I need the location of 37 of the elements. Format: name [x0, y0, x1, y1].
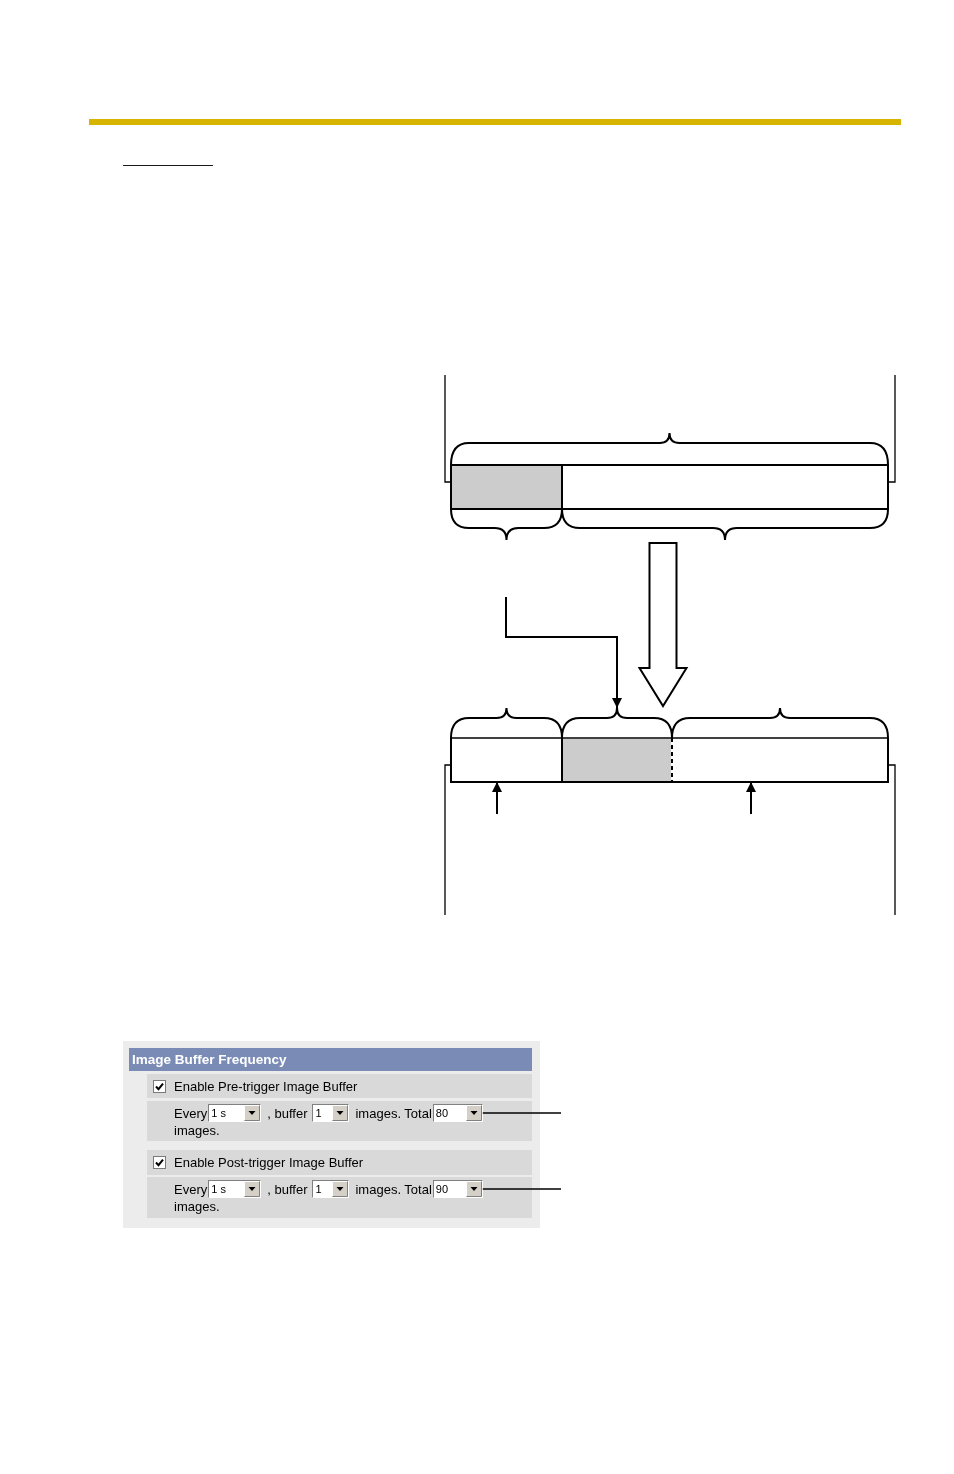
field-label: images. [174, 1123, 220, 1139]
field-label: images. Total [355, 1105, 432, 1121]
field-label: , buffer [267, 1105, 308, 1121]
settings-panel [123, 1041, 540, 1228]
leader-line [444, 764, 452, 916]
shaded-segment [450, 464, 563, 541]
field-label: Every [174, 1105, 208, 1121]
leader-line [482, 1188, 562, 1190]
dropdown: 1 [312, 1180, 350, 1198]
field-label: , buffer [267, 1181, 308, 1197]
dropdown: 90 [432, 1180, 483, 1198]
buffer-bar [449, 706, 892, 784]
option-label: Enable Post-trigger Image Buffer [174, 1155, 364, 1170]
arrow [746, 781, 756, 815]
panel-header: Image Buffer Frequency [129, 1048, 532, 1071]
block-arrow [637, 542, 689, 708]
settings-row [147, 1074, 532, 1098]
dropdown: 1 [312, 1104, 350, 1122]
option-label: Enable Pre-trigger Image Buffer [174, 1078, 358, 1094]
arrow [492, 781, 502, 815]
field-label: images. Total [355, 1181, 432, 1197]
field-label: Every [174, 1181, 208, 1197]
field-label: images. [174, 1199, 220, 1215]
leader-line [444, 374, 452, 483]
settings-row [147, 1150, 532, 1175]
leader-line [482, 1112, 562, 1114]
settings-row [147, 1177, 532, 1218]
buffer-bar [449, 431, 892, 543]
buffer-segment [450, 707, 563, 783]
dropdown: 1 s [208, 1180, 262, 1198]
dropdown: 1 s [208, 1104, 262, 1122]
leader-line [887, 374, 896, 483]
settings-row [147, 1101, 532, 1141]
leader-line [887, 764, 896, 916]
arrow [505, 596, 622, 709]
shaded-segment [561, 707, 673, 783]
dropdown: 80 [432, 1104, 483, 1122]
